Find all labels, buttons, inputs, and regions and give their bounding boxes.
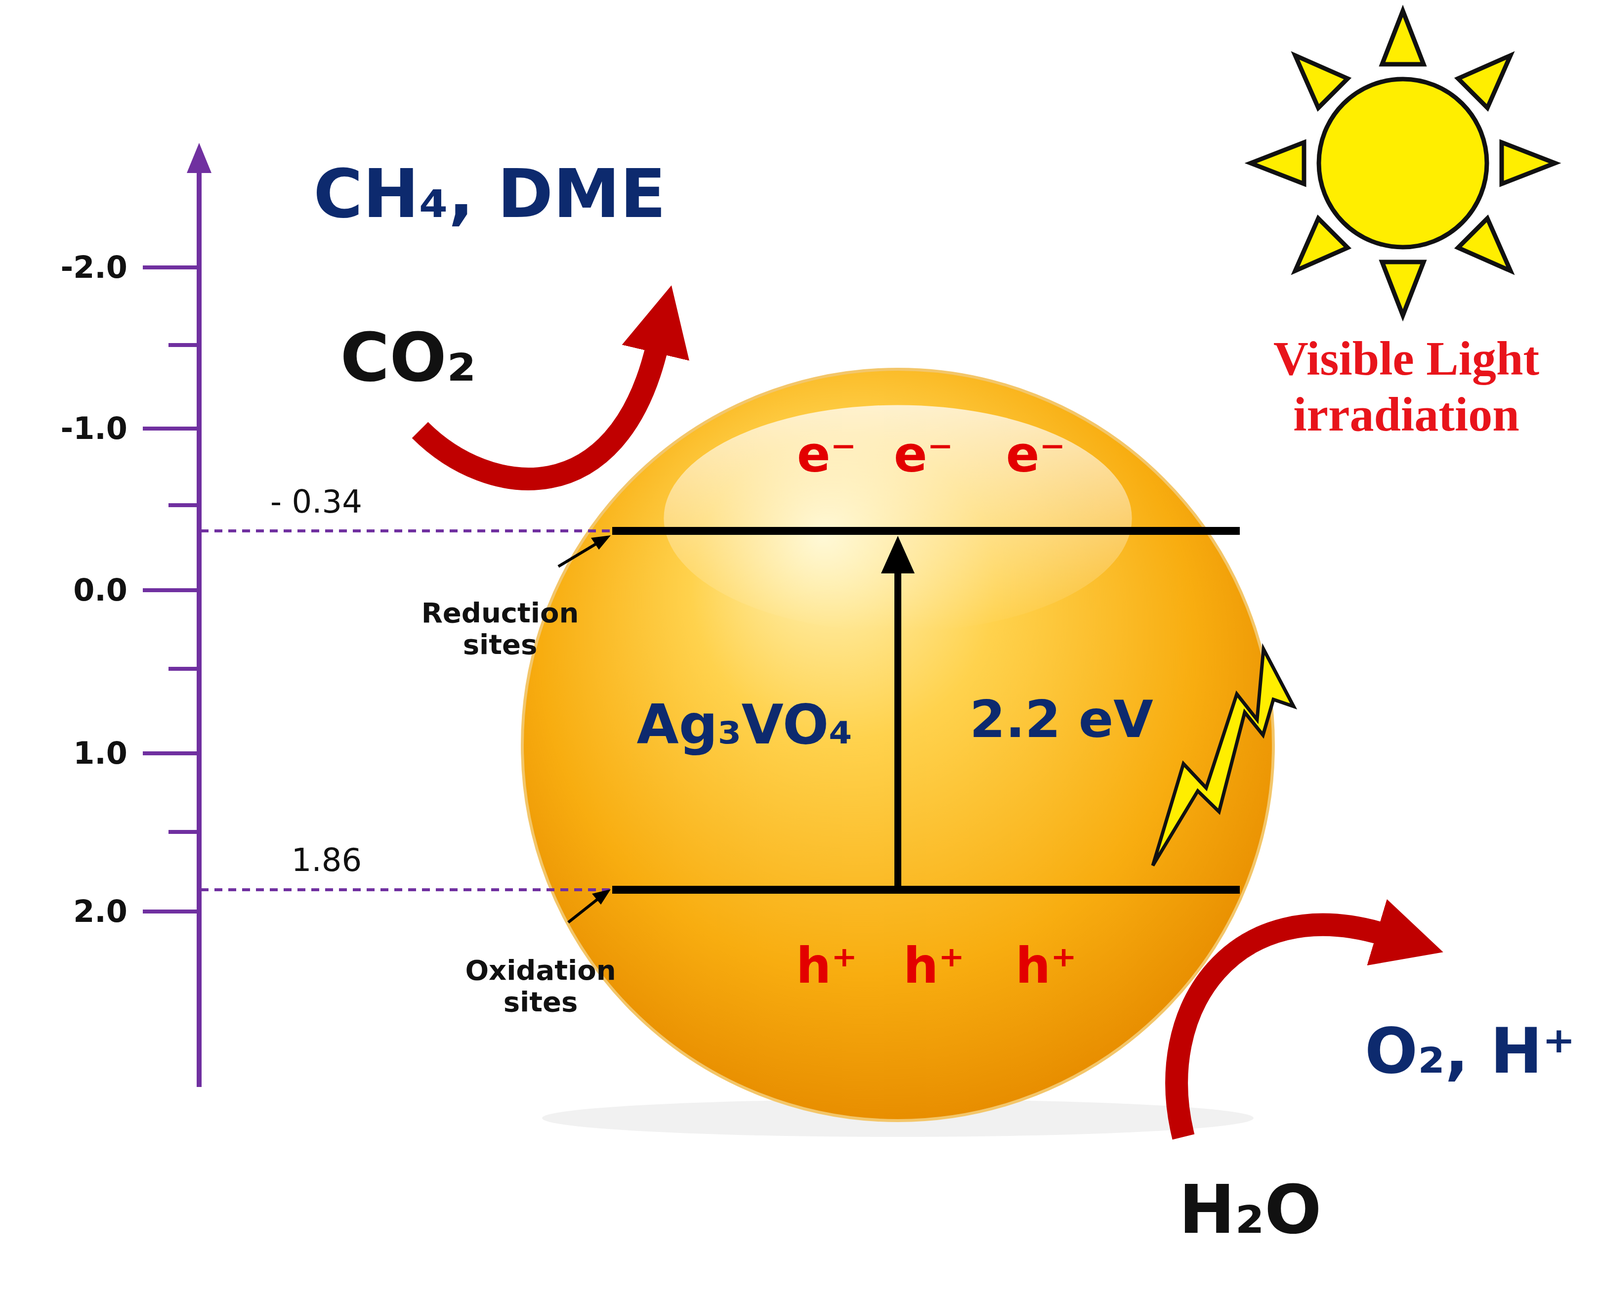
- band-potential: - 0.34: [270, 483, 363, 521]
- hole-symbol: h⁺: [1015, 936, 1077, 994]
- potential-axis: [142, 142, 212, 1087]
- site-label: Oxidation sites: [444, 954, 637, 1018]
- lightning-bolt: [1152, 648, 1294, 866]
- sun-icon: [1250, 10, 1556, 316]
- band-edge: [612, 530, 1240, 890]
- light-source-label: Visible Light irradiation: [1228, 330, 1585, 442]
- oxidation-arrow: [1176, 924, 1384, 1137]
- excitation-arrow: [881, 535, 915, 887]
- level-guide: [200, 530, 611, 890]
- reactant-label: CO₂: [340, 318, 477, 396]
- axis-tick-label: -2.0: [60, 249, 128, 285]
- band-potential: 1.86: [291, 842, 363, 879]
- electron-symbol: e⁻: [893, 425, 954, 483]
- reactant-label: H₂O: [1178, 1170, 1322, 1248]
- site-label: Reduction sites: [403, 596, 597, 661]
- material-formula: Ag₃VO₄: [636, 693, 853, 757]
- leader-arrow: [558, 535, 611, 923]
- axis-tick-label: 0.0: [73, 572, 128, 608]
- hole-symbol: h⁺: [796, 936, 858, 994]
- hole-symbol: h⁺: [903, 936, 965, 994]
- product-label: CH₄, DME: [313, 155, 666, 233]
- product-label: O₂, H⁺: [1364, 1015, 1576, 1088]
- axis-tick-label: -1.0: [60, 410, 128, 446]
- electron-symbol: e⁻: [797, 425, 857, 483]
- axis-tick-label: 1.0: [73, 735, 128, 771]
- axis-tick-label: 2.0: [73, 893, 128, 929]
- band-gap-value: 2.2 eV: [969, 689, 1153, 750]
- electron-symbol: e⁻: [1006, 425, 1066, 483]
